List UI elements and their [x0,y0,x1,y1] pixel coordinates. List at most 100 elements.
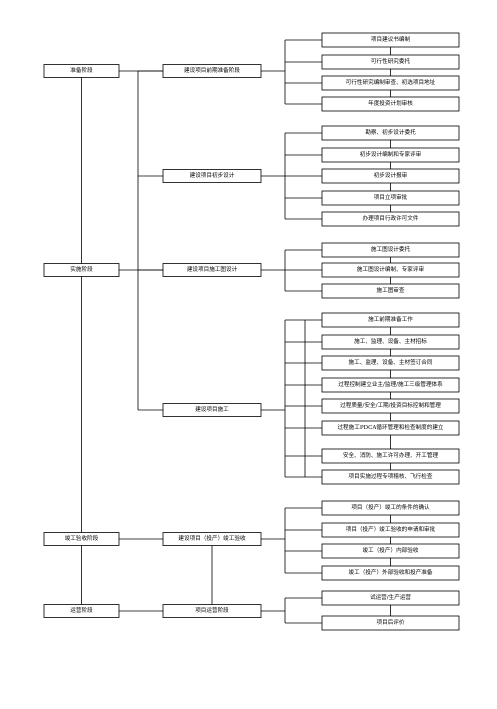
phase-box-p3: 建设项目施工图设计 [162,263,262,277]
task-label: 施工图设计编制、专家评审 [357,265,425,273]
phase-box-p5: 建设项目（投产）竣工验收 [162,532,262,546]
phase-box-frame [162,532,262,546]
task-box-frame [321,398,460,414]
phase-label: 建设项目初步设计 [190,171,235,179]
diagram-nodes: 准备阶段实施阶段竣工验收阶段运营阶段建设项目前期准备阶段建设项目初步设计建设项目… [43,32,460,631]
task-label: 施工图设计委托 [371,245,411,253]
task-label: 项目建议书编制 [371,35,411,43]
connector-lines [81,39,391,624]
task-box-frame [321,168,460,184]
task-box-t15: 施工、监理、设备、主材签订合同 [321,355,460,371]
task-box-t25: 试运营/生产运营 [321,590,460,606]
task-label: 竣工（投产）外部验收和投产准备 [349,568,433,576]
stage-label: 竣工验收阶段 [65,534,99,542]
stage-label: 实施阶段 [70,265,93,273]
task-box-t13: 施工前期准备工作 [321,312,460,328]
task-box-t1: 项目建议书编制 [321,32,460,48]
task-label: 过程质量/安全/工期/投资目标控制和管理 [340,401,441,409]
stage-box-s2: 实施阶段 [43,263,120,277]
task-label: 勘察、初步设计委托 [365,128,416,136]
task-box-t2: 可行性研究委托 [321,54,460,70]
task-box-frame [321,190,460,206]
phase-box-frame [162,263,262,277]
task-label: 竣工（投产）内部验收 [363,546,419,554]
task-box-frame [321,565,460,581]
task-label: 年度投资计划审核 [368,99,413,107]
task-box-t24: 竣工（投产）外部验收和投产准备 [321,565,460,581]
task-box-frame [321,615,460,631]
phase-box-p4: 建设项目施工 [162,403,262,417]
phase-label: 建设项目施工图设计 [187,265,238,273]
stage-box-s1: 准备阶段 [43,64,120,78]
task-box-t4: 年度投资计划审核 [321,96,460,112]
task-label: 项目（投产）竣工验收的申请和审批 [346,525,436,533]
phase-box-frame [162,64,262,78]
task-box-frame [321,355,460,371]
task-label: 初步设计编制和专家评审 [360,150,422,158]
task-box-frame [321,500,460,516]
task-box-t12: 施工图审查 [321,283,460,299]
task-box-frame [321,211,460,227]
task-box-t17: 过程质量/安全/工期/投资目标控制和管理 [321,398,460,414]
stage-label: 运营阶段 [70,606,93,614]
stage-box-s4: 运营阶段 [43,604,120,618]
task-label: 施工、监理、设备、主材签订合同 [349,358,433,366]
task-box-t23: 竣工（投产）内部验收 [321,543,460,559]
task-box-frame [321,469,460,485]
task-box-frame [321,96,460,112]
task-box-frame [321,125,460,141]
task-label: 可行性研究编制审查、初选项目地址 [346,78,436,86]
task-label: 安全、消防、施工许可办理、开工管理 [343,451,439,459]
task-box-frame [321,590,460,606]
task-label: 项目后评价 [377,618,405,626]
task-label: 施工图审查 [377,286,405,294]
task-box-t21: 项目（投产）竣工的条件的确认 [321,500,460,516]
task-box-frame [321,377,460,393]
task-box-t9: 办理项目行政许可文件 [321,211,460,227]
task-box-frame [321,543,460,559]
task-label: 办理项目行政许可文件 [363,214,419,222]
task-box-frame [321,75,460,91]
stage-label: 准备阶段 [70,66,93,74]
task-label: 过程施工PDCA循环管理和检查制度的建立 [337,423,443,431]
stage-box-frame [43,64,120,78]
task-box-t20: 项目实施过程专项稽核、飞行检查 [321,469,460,485]
task-box-t6: 初步设计编制和专家评审 [321,147,460,163]
task-box-frame [321,262,460,278]
task-box-frame [321,448,460,464]
stage-box-frame [43,532,120,546]
task-label: 可行性研究委托 [371,57,411,65]
phase-box-p6: 项目运营阶段 [162,604,262,618]
task-label: 试运营/生产运营 [370,593,411,601]
task-label: 项目（投产）竣工的条件的确认 [351,503,430,511]
task-label: 初步设计报审 [374,171,408,179]
task-label: 过程控制建立业主/监理/施工三级管理体系 [338,380,443,388]
task-label: 施工、监理、设备、主材招标 [354,337,427,345]
phase-box-frame [162,403,262,417]
task-box-frame [321,242,460,258]
task-box-frame [321,147,460,163]
task-box-t19: 安全、消防、施工许可办理、开工管理 [321,448,460,464]
stage-box-frame [43,263,120,277]
task-box-frame [321,522,460,538]
task-box-t11: 施工图设计编制、专家评审 [321,262,460,278]
phase-box-frame [162,604,262,618]
phase-box-p1: 建设项目前期准备阶段 [162,64,262,78]
task-box-t26: 项目后评价 [321,615,460,631]
phase-label: 项目运营阶段 [195,606,229,614]
task-box-t22: 项目（投产）竣工验收的申请和审批 [321,522,460,538]
task-box-frame [321,32,460,48]
phase-label: 建设项目（投产）竣工验收 [178,534,246,542]
task-box-frame [321,420,460,436]
stage-box-frame [43,604,120,618]
task-box-t8: 项目立项审批 [321,190,460,206]
task-box-t7: 初步设计报审 [321,168,460,184]
phase-label: 建设项目前期准备阶段 [184,66,240,74]
stage-box-s3: 竣工验收阶段 [43,532,120,546]
phase-box-p2: 建设项目初步设计 [162,169,262,183]
phase-box-frame [162,169,262,183]
task-box-t16: 过程控制建立业主/监理/施工三级管理体系 [321,377,460,393]
task-box-t5: 勘察、初步设计委托 [321,125,460,141]
task-box-t14: 施工、监理、设备、主材招标 [321,334,460,350]
task-box-t10: 施工图设计委托 [321,242,460,258]
